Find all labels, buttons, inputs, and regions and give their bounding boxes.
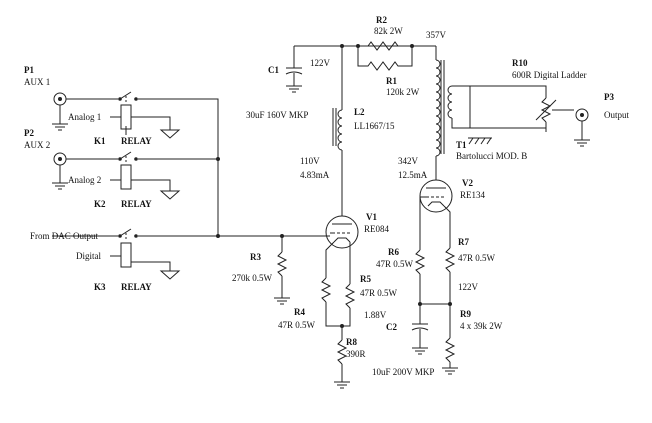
resistor-r5 <box>342 283 356 327</box>
label-r2-value: 82k 2W <box>374 26 403 36</box>
tube-v1 <box>325 215 359 249</box>
label-357v: 357V <box>426 30 447 40</box>
resistor-r4 <box>320 277 342 327</box>
label-122v-b: 122V <box>458 282 479 292</box>
label-r7-value: 47R 0.5W <box>458 253 496 263</box>
label-k3: K3 <box>94 282 106 292</box>
relay-k3 <box>110 228 180 280</box>
resistor-r2 <box>358 41 412 51</box>
label-c1: C1 <box>268 65 279 75</box>
label-analog2: Analog 2 <box>68 175 101 185</box>
label-342v: 342V <box>398 156 419 166</box>
label-r3: R3 <box>250 252 261 262</box>
label-relay3: RELAY <box>121 282 152 292</box>
label-t1: T1 <box>456 140 467 150</box>
resistor-r1 <box>357 46 413 71</box>
capacitor-c2 <box>411 304 429 355</box>
label-r2: R2 <box>376 15 387 25</box>
label-483ma: 4.83mA <box>300 170 330 180</box>
label-p1: P1 <box>24 65 34 75</box>
label-r8: R8 <box>346 337 357 347</box>
relay-k1 <box>110 91 180 139</box>
label-k2: K2 <box>94 199 106 209</box>
inductor-l2 <box>332 46 343 190</box>
label-relay2: RELAY <box>121 199 152 209</box>
relay-k2 <box>110 151 180 200</box>
label-r1: R1 <box>386 76 397 86</box>
label-r9: R9 <box>460 309 471 319</box>
label-188v: 1.88V <box>364 310 387 320</box>
label-v2: V2 <box>462 178 473 188</box>
label-r7: R7 <box>458 237 469 247</box>
label-analog1: Analog 1 <box>68 112 101 122</box>
label-r5-value: 47R 0.5W <box>360 288 398 298</box>
label-c2-value: 10uF 200V MKP <box>372 367 434 377</box>
label-r9-value: 4 x 39k 2W <box>460 321 503 331</box>
label-r10-value: 600R Digital Ladder <box>512 70 586 80</box>
resistor-r9 <box>441 304 459 375</box>
label-k1: K1 <box>94 136 106 146</box>
jack-p2 <box>51 152 69 190</box>
label-122v-a: 122V <box>310 58 331 68</box>
label-110v: 110V <box>300 156 320 166</box>
label-from-dac: From DAC Output <box>30 231 99 241</box>
label-v1-value: RE084 <box>364 224 390 234</box>
resistor-r10 <box>470 85 574 132</box>
label-r6-value: 47R 0.5W <box>376 259 414 269</box>
resistor-r6 <box>414 249 426 304</box>
label-v2-value: RE134 <box>460 190 486 200</box>
label-r4: R4 <box>294 307 305 317</box>
label-r3-value: 270k 0.5W <box>232 273 273 283</box>
label-r8-value: 390R <box>346 349 366 359</box>
label-aux2: AUX 2 <box>24 140 50 150</box>
tube-v2 <box>419 179 453 213</box>
resistor-r7 <box>444 247 456 304</box>
label-relay1: RELAY <box>121 136 152 146</box>
label-output: Output <box>604 110 630 120</box>
label-r6: R6 <box>388 247 399 257</box>
jack-p3 <box>573 108 591 147</box>
capacitor-c1 <box>285 46 303 93</box>
transformer-t1 <box>435 46 492 180</box>
jack-p1 <box>51 92 69 131</box>
label-c1-value: 30uF 160V MKP <box>246 110 308 120</box>
label-v1: V1 <box>366 212 377 222</box>
label-aux1: AUX 1 <box>24 77 50 87</box>
resistor-r3 <box>273 236 291 305</box>
label-t1-value: Bartolucci MOD. B <box>456 151 527 161</box>
label-125ma: 12.5mA <box>398 170 428 180</box>
label-p2: P2 <box>24 128 34 138</box>
resistor-r8 <box>333 326 351 389</box>
label-l2-value: LL1667/15 <box>354 121 395 131</box>
label-l2: L2 <box>354 107 365 117</box>
label-c2: C2 <box>386 322 397 332</box>
label-p3: P3 <box>604 92 614 102</box>
label-r1-value: 120k 2W <box>386 87 420 97</box>
label-r4-value: 47R 0.5W <box>278 320 316 330</box>
label-digital: Digital <box>76 251 101 261</box>
label-r5: R5 <box>360 274 371 284</box>
label-r10: R10 <box>512 58 528 68</box>
